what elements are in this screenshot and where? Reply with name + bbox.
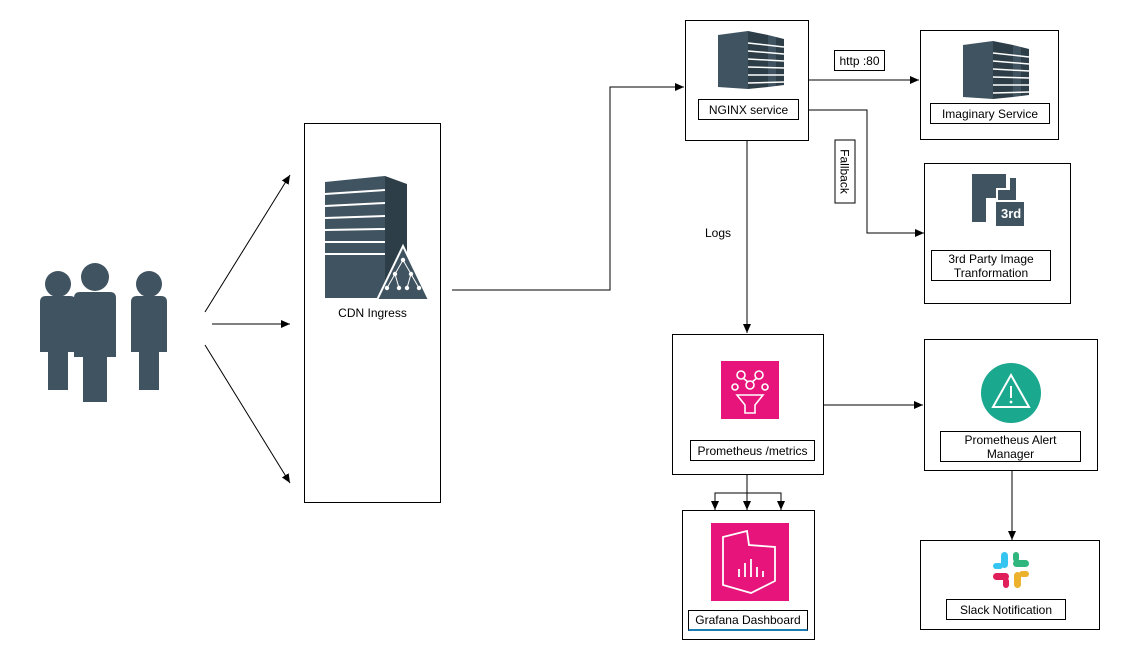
grafana-label: Grafana Dashboard [688,610,808,631]
third-party-badge: 3rd [1001,206,1022,221]
cdn-server-icon [324,176,431,301]
third-party-icon [972,174,1024,226]
prometheus-to-grafana-arrow-left [711,492,747,510]
http-edge-label: http :80 [834,50,885,71]
nginx-to-thirdparty-arrow [808,109,924,237]
third-party-label: 3rd Party Image Tranformation [931,250,1051,281]
slack-icon [993,552,1029,588]
prometheus-label: Prometheus /metrics [690,440,815,461]
cdn-ingress-box[interactable]: CDN Ingress [304,123,441,503]
users-to-cdn-arrow-down [204,344,291,484]
nginx-service-label: NGINX service [698,99,799,120]
prometheus-icon [721,361,779,419]
fallback-edge-label: Fallback [834,139,856,204]
grafana-icon [711,523,789,601]
slack-label: Slack Notification [946,599,1066,620]
alert-icon [981,363,1041,423]
nginx-service-box[interactable] [685,20,809,141]
imaginary-service-label: Imaginary Service [930,103,1050,124]
users-to-cdn-arrow-up [204,174,291,313]
cdn-ingress-label: CDN Ingress [338,306,407,320]
users-icon [40,263,167,402]
imaginary-server-icon [963,41,1030,99]
third-party-box[interactable]: 3rd [924,163,1071,304]
alert-manager-label: Prometheus Alert Manager [940,431,1081,462]
logs-edge-label: Logs [705,226,732,240]
cdn-to-nginx-arrow [452,83,684,291]
prometheus-to-grafana-arrow-right [747,492,785,510]
nginx-server-icon [718,31,785,89]
